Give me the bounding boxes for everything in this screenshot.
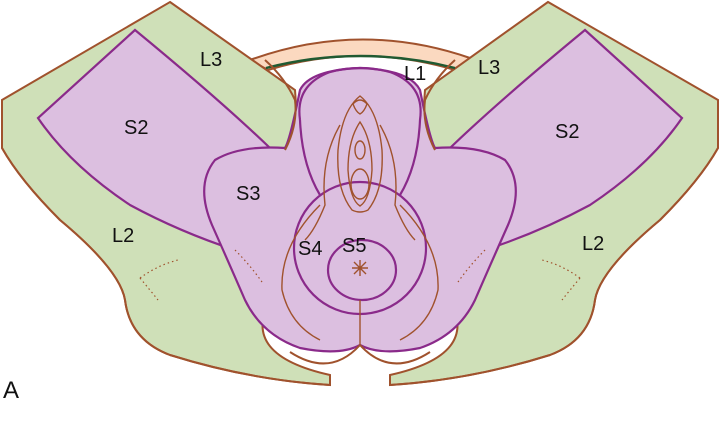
right-outer-border (389, 147, 719, 386)
s5-zone-ring (326, 238, 398, 302)
vaginal-opening (350, 168, 370, 200)
label-s5: S5 (342, 235, 366, 257)
vulva-outer-outline (337, 95, 383, 213)
s3-inner-upper-outline-left (298, 119, 321, 196)
buttocks-bottom-outline (289, 343, 431, 365)
label-s4: S4 (298, 238, 322, 260)
left-fold-dotted (139, 249, 263, 301)
vulva-inner-outline (347, 120, 373, 207)
label-l2-left: L2 (112, 225, 134, 247)
urethral-opening (354, 140, 366, 160)
panel-letter: A (3, 377, 19, 404)
left-outer-border (1, 147, 331, 386)
label-l3-left: L3 (200, 49, 222, 71)
anus-star (352, 260, 368, 276)
left-groin-outline (264, 59, 297, 151)
right-labial-curve (379, 124, 416, 241)
clitoral-hood (352, 99, 368, 115)
label-s2-right: S2 (555, 121, 579, 143)
label-l1: L1 (404, 63, 426, 85)
label-l3-right: L3 (478, 57, 500, 79)
l1-boundary-line (265, 54, 456, 70)
left-inner-thigh-line (281, 204, 321, 341)
label-s3: S3 (236, 183, 260, 205)
left-labial-curve (304, 124, 341, 241)
right-fold-dotted (457, 249, 581, 301)
label-s2-left: S2 (124, 117, 148, 139)
s3-inner-upper-outline (298, 66, 422, 196)
right-groin-outline (423, 59, 456, 151)
label-l2-right: L2 (582, 233, 604, 255)
right-inner-thigh-line (399, 204, 439, 341)
upper-peach-zone (247, 38, 473, 72)
